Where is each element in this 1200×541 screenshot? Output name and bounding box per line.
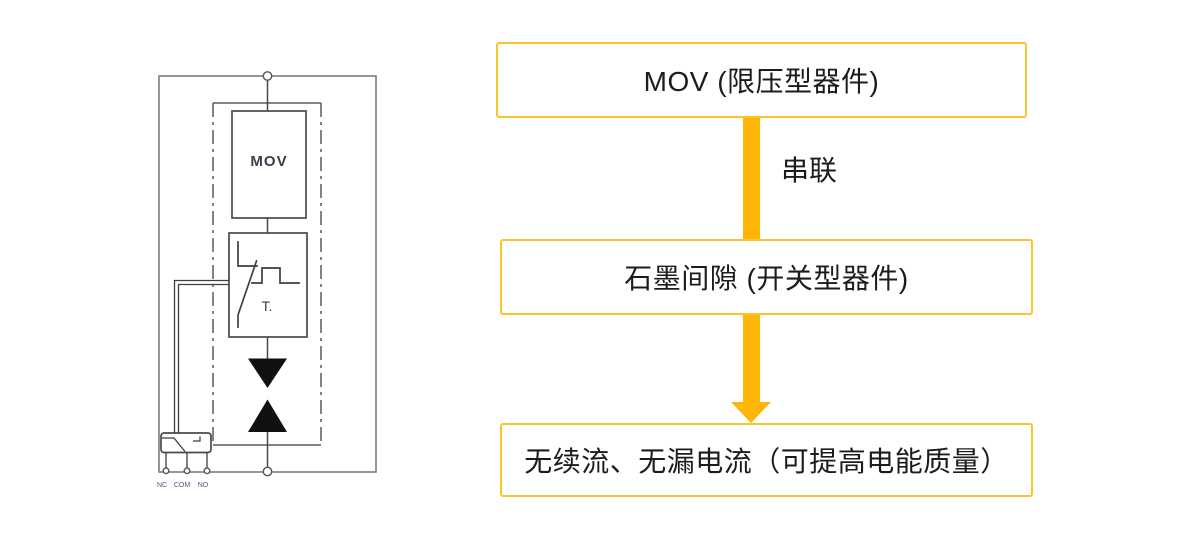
signal-wire	[173, 279, 229, 433]
triangle-down-icon	[248, 358, 287, 388]
flow-step-result-label: 无续流、无漏电流（可提高电能质量）	[524, 446, 1009, 477]
triangle-up-icon	[248, 399, 287, 432]
terminal-label-nc: NC	[157, 482, 167, 489]
flow-step-graphite-gap-label: 石墨间隙 (开关型器件)	[624, 263, 909, 294]
thermal-label: T.	[262, 298, 273, 314]
spd-circuit-diagram: MOV T.	[157, 71, 377, 489]
bottom-terminal	[262, 466, 273, 477]
arrow-down-icon	[731, 402, 771, 423]
terminal-no	[203, 467, 211, 475]
spark-gap-icon	[248, 358, 287, 432]
flow-step-mov: MOV (限压型器件)	[496, 42, 1027, 118]
thermal-switch-icon	[237, 241, 300, 328]
terminal-label-no: NO	[198, 482, 209, 489]
mov-component-box: MOV	[231, 110, 307, 219]
terminal-nc	[162, 467, 170, 475]
terminal-label-com: COM	[174, 482, 191, 489]
flow-step-graphite-gap: 石墨间隙 (开关型器件)	[500, 239, 1033, 315]
terminal-com	[183, 467, 191, 475]
flow-step-result: 无续流、无漏电流（可提高电能质量）	[500, 423, 1033, 497]
flow-step-mov-label: MOV (限压型器件)	[643, 66, 880, 97]
connector-bar-1	[743, 118, 760, 239]
connector-bar-2	[743, 315, 760, 402]
thermal-disconnect-box: T.	[228, 232, 308, 338]
series-connection-label: 串联	[781, 155, 838, 186]
changeover-contact-icon	[162, 436, 201, 452]
remote-signal-contact-box	[160, 432, 212, 468]
mov-label: MOV	[250, 153, 287, 170]
top-terminal	[262, 71, 273, 81]
